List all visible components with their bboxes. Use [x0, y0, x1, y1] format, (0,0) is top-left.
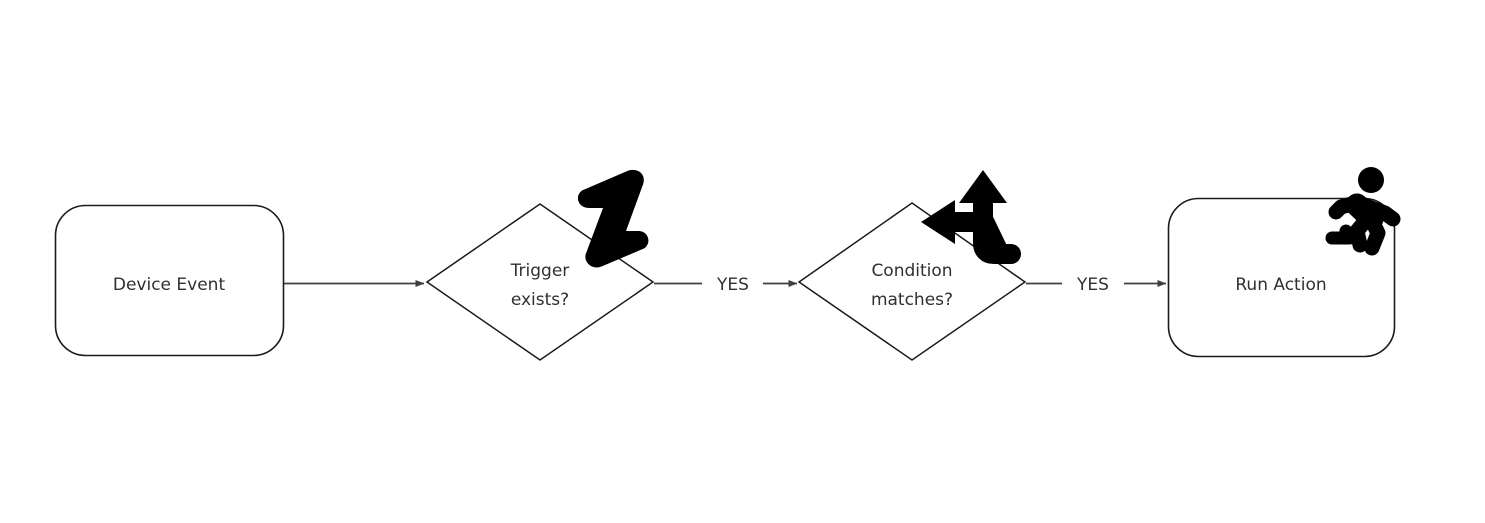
node-device-event[interactable]: Device Event — [54, 204, 285, 357]
node-condition-matches[interactable]: Condition matches? — [797, 202, 1027, 361]
edge-label-yes-1: YES — [716, 275, 749, 295]
condition-matches-label-line2: matches? — [871, 290, 953, 310]
device-event-label: Device Event — [113, 275, 226, 295]
branch-arrow-icon — [921, 170, 1021, 264]
lightning-bolt-icon — [577, 169, 649, 268]
condition-matches-label-line1: Condition — [871, 261, 952, 281]
device-event-shape[interactable] — [54, 204, 285, 357]
edge-trigger-to-condition: YES — [654, 275, 798, 295]
run-action-label: Run Action — [1235, 275, 1326, 295]
trigger-exists-label-line1: Trigger — [510, 261, 570, 281]
edge-condition-to-action: YES — [1026, 275, 1167, 295]
edge-label-yes-2: YES — [1076, 275, 1109, 295]
trigger-exists-label-line2: exists? — [511, 290, 569, 310]
running-person-icon — [1325, 167, 1401, 256]
